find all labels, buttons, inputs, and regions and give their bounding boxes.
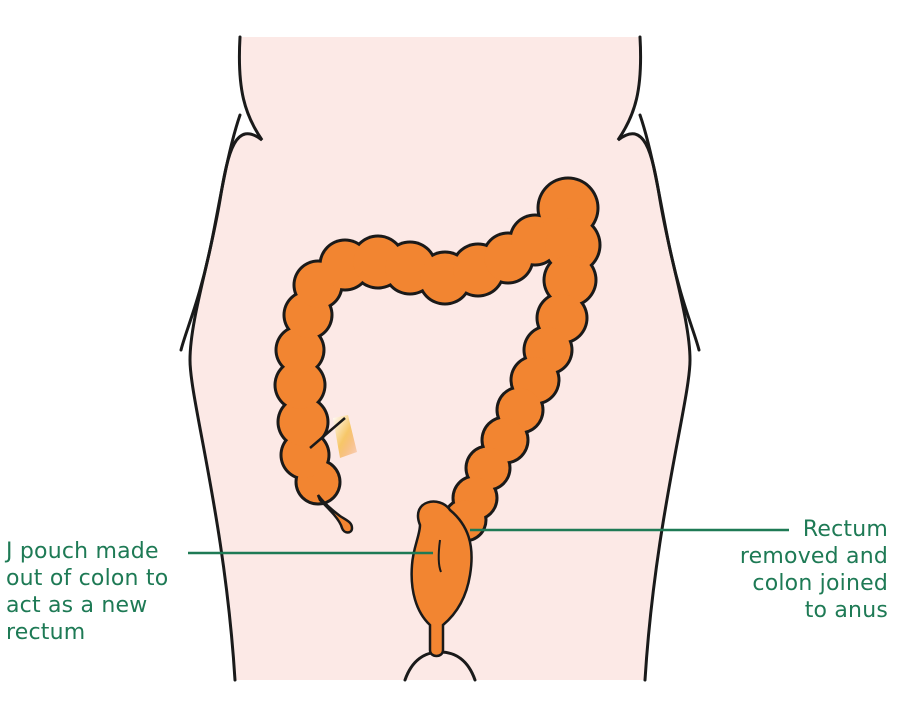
j-pouch-label-line-4: rectum xyxy=(6,620,86,645)
j-pouch-label-line-3: act as a new xyxy=(6,593,148,618)
rectum-removed-label-line-4: to anus xyxy=(804,598,888,623)
body-outline-strokes xyxy=(179,35,701,682)
colon-segment xyxy=(277,327,323,373)
rectum-removed-label: Rectum removed and colon joined to anus xyxy=(740,516,888,624)
j-pouch-label: J pouch made out of colon to act as a ne… xyxy=(6,538,168,646)
colon-segment xyxy=(279,398,327,446)
cut-highlight xyxy=(333,415,357,458)
cut-line xyxy=(309,417,346,449)
colon xyxy=(273,176,602,543)
rectum-removed-label-line-2: removed and xyxy=(739,544,888,569)
colon-segment xyxy=(545,255,595,305)
ileum-stump xyxy=(316,494,354,534)
colon-segment xyxy=(276,361,324,409)
rectum-removed-label-line-3: colon joined xyxy=(752,571,888,596)
j-pouch-label-line-2: out of colon to xyxy=(6,566,169,591)
left-body-outline xyxy=(181,37,262,680)
j-pouch xyxy=(410,500,473,658)
right-body-outline xyxy=(618,37,699,680)
j-pouch-label-line-1: J pouch made xyxy=(6,539,159,564)
pouch-join-line xyxy=(437,539,442,573)
rectum-removed-label-line-1: Rectum xyxy=(802,517,888,542)
